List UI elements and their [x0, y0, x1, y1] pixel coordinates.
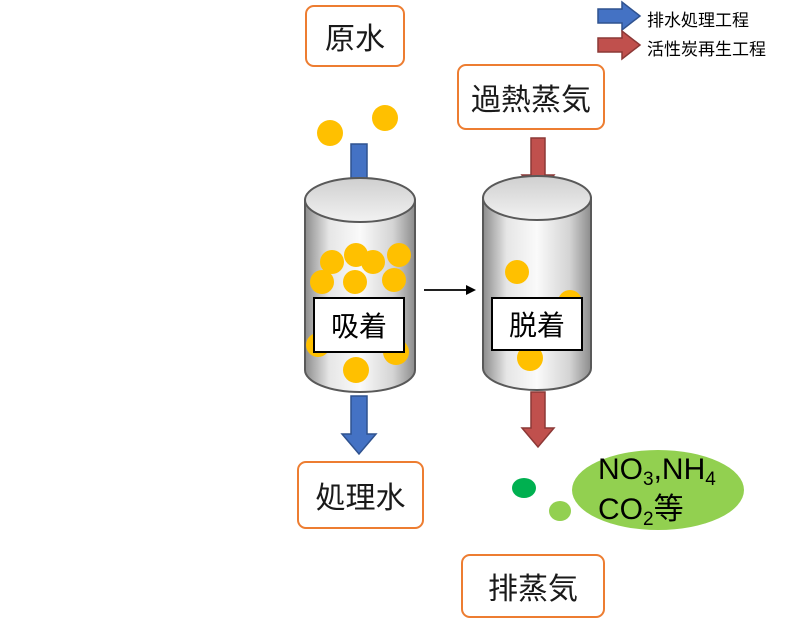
- legend-arrow-red: [597, 29, 642, 61]
- exhaust-steam-box: 排蒸気: [461, 554, 605, 618]
- exhaust-arrow: [520, 391, 556, 449]
- exhaust-gases-line2: CO2等: [598, 493, 684, 530]
- treated-water-box: 処理水: [297, 461, 424, 529]
- treated-water-arrow: [340, 395, 378, 456]
- exhaust-cloud: [572, 450, 744, 530]
- legend-label-wastewater: 排水処理工程: [647, 11, 749, 31]
- transfer-arrow: [424, 285, 476, 295]
- raw-water-box: 原水: [305, 5, 405, 67]
- desorption-label: 脱着: [491, 297, 583, 351]
- exhaust-gases-line1: NO3,NH4: [598, 453, 716, 490]
- superheated-steam-box: 過熱蒸気: [457, 64, 605, 130]
- carbon-granule: [372, 105, 398, 131]
- adsorption-label: 吸着: [313, 297, 405, 353]
- legend-label-regeneration: 活性炭再生工程: [647, 40, 766, 60]
- carbon-granule: [317, 120, 343, 146]
- green-dot-dark: [512, 478, 536, 498]
- green-dot-light: [549, 501, 571, 521]
- legend-arrow-blue: [597, 0, 642, 32]
